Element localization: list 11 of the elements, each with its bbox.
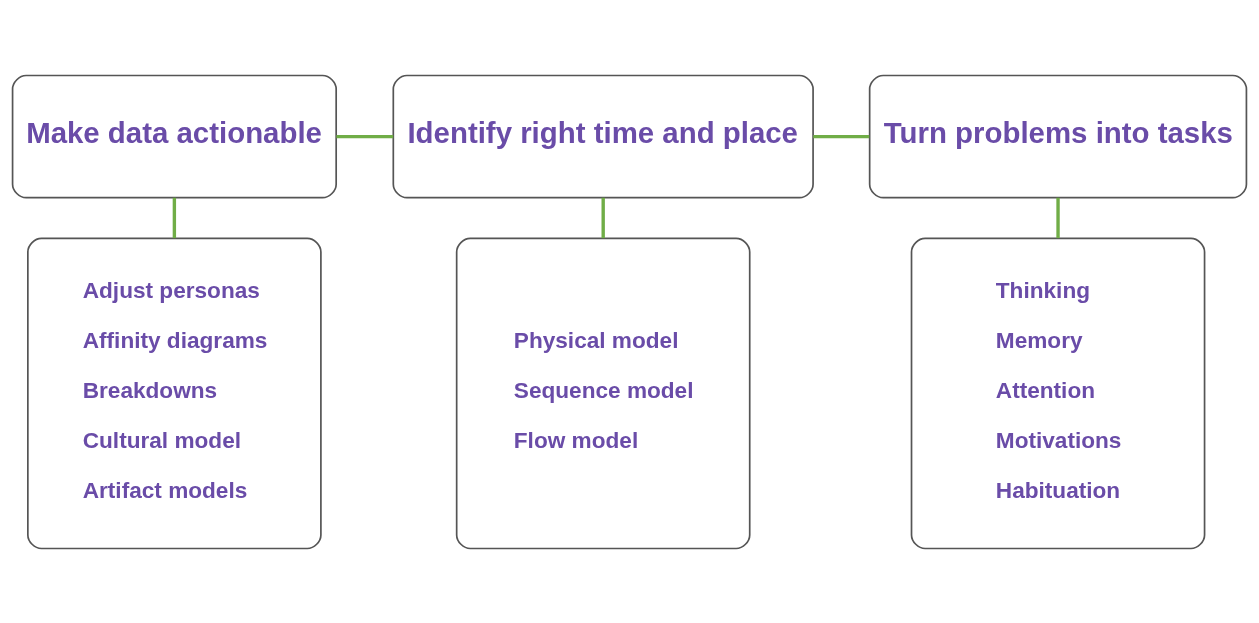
connector — [1056, 197, 1060, 238]
connector — [172, 197, 177, 238]
node-box: Identify right time and place — [392, 74, 814, 199]
connector — [813, 134, 870, 138]
node-box: Make data actionable — [11, 74, 338, 199]
node-box: Physical model Sequence model Flow model — [455, 237, 751, 549]
node-box: Adjust personas Affinity diagrams Breakdowns Cultural model Artifact models — [27, 237, 322, 549]
connector — [601, 197, 605, 238]
node-box: Thinking Memory Attention Motivations Habituation — [910, 237, 1206, 549]
node-box: Turn problems into tasks — [868, 74, 1248, 199]
connector — [336, 134, 394, 138]
